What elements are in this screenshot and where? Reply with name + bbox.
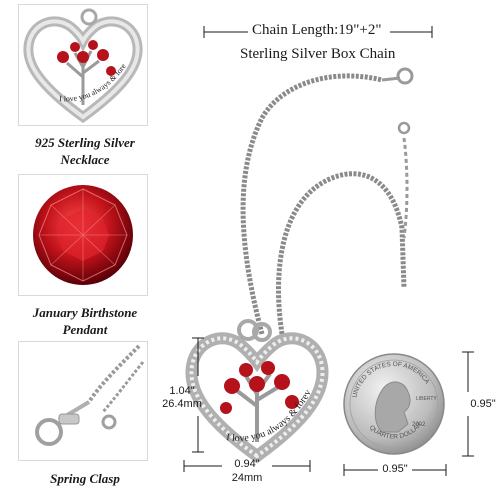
caption-birthstone: January Birthstone Pendant	[0, 304, 170, 338]
caption-birthstone-line1: January Birthstone	[32, 305, 138, 320]
coin-height-arrow	[462, 351, 474, 457]
spring-clasp-image	[35, 344, 145, 446]
chain-length-label: Chain Length:19"+2"	[252, 22, 382, 38]
heart-pendant-thumb-image: I love you always & forever	[19, 5, 143, 124]
coin-width-arrow	[343, 464, 447, 476]
chain-length-arrow	[203, 26, 433, 38]
caption-necklace: 925 Sterling Silver Necklace	[0, 134, 170, 168]
coin-year: 2002	[412, 422, 426, 428]
box-chain-image	[240, 67, 414, 335]
pendant-width-mm: 24mm	[231, 472, 263, 484]
coin-width: 0.95"	[382, 463, 408, 475]
caption-clasp: Spring Clasp	[0, 470, 170, 487]
coin-motto: LIBERTY	[416, 396, 437, 402]
chain-type-label: Sterling Silver Box Chain	[240, 46, 396, 62]
pendant-height-arrow	[192, 337, 204, 453]
thumbnail-necklace[interactable]: I love you always & forever	[18, 4, 148, 126]
garnet-gem-image	[33, 185, 133, 285]
quarter-coin-image: UNITED STATES OF AMERICA QUARTER DOLLAR …	[343, 353, 445, 455]
caption-birthstone-line2: Pendant	[62, 322, 108, 337]
heart-pendant-image: I love you always & forever	[182, 316, 329, 464]
pendant-width-arrow	[183, 460, 311, 472]
coin-height: 0.95"	[470, 398, 496, 410]
pendant-width-in: 0.94"	[234, 458, 260, 470]
thumbnail-clasp[interactable]	[18, 341, 148, 461]
pendant-height-mm: 26.4mm	[162, 398, 202, 410]
caption-necklace-line1: 925 Sterling Silver	[35, 135, 135, 150]
thumbnail-birthstone[interactable]	[18, 174, 148, 296]
caption-clasp-line1: Spring Clasp	[50, 471, 120, 486]
pendant-height-in: 1.04"	[169, 385, 195, 397]
caption-necklace-line2: Necklace	[60, 152, 110, 167]
